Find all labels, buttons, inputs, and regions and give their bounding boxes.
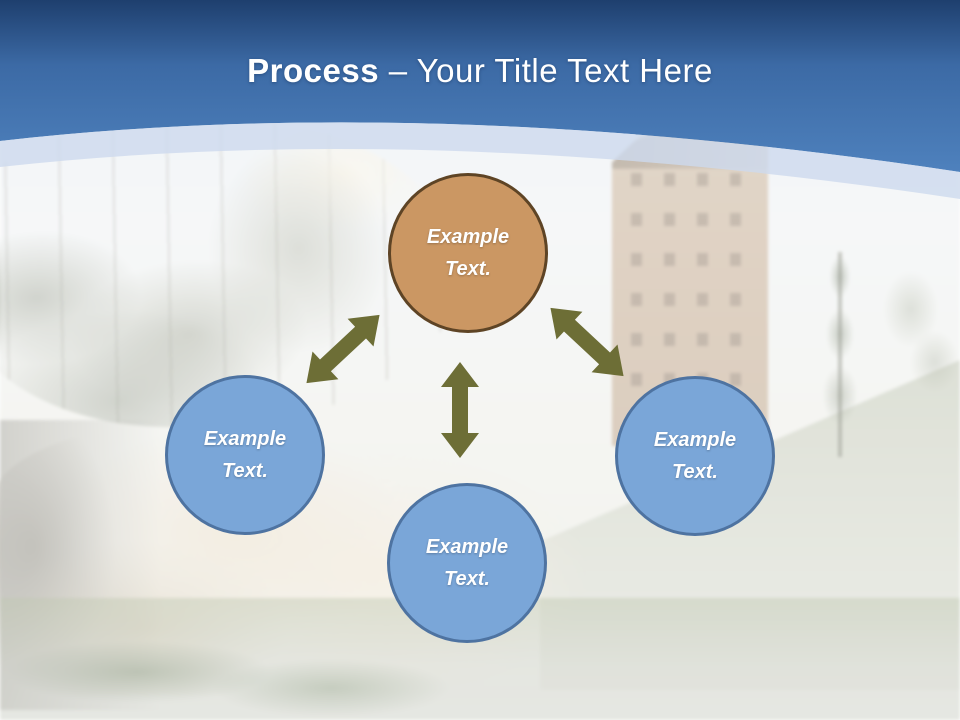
node-bottom-circle: Example Text. [387,483,547,643]
node-top-circle: Example Text. [388,173,548,333]
double-arrow-top-to-bottom [438,362,482,458]
page-title: Process – Your Title Text Here [0,52,960,90]
header-band-shape [0,0,960,172]
double-arrow-top-to-left [291,299,394,399]
double-arrow-shape [550,307,624,377]
title-rest: – Your Title Text Here [388,52,713,89]
photo-leafy-tree [868,248,960,423]
photo-bushes [0,640,460,720]
node-right-circle: Example Text. [615,376,775,536]
header-arc-strip [0,122,960,199]
title-emphasis: Process [247,52,380,89]
double-arrow-top-to-right [535,292,638,392]
header-curved-band [0,0,960,199]
double-arrow-shape [441,362,479,458]
photo-pine-tree [818,252,862,457]
node-left-circle: Example Text. [165,375,325,535]
double-arrow-shape [306,314,380,384]
